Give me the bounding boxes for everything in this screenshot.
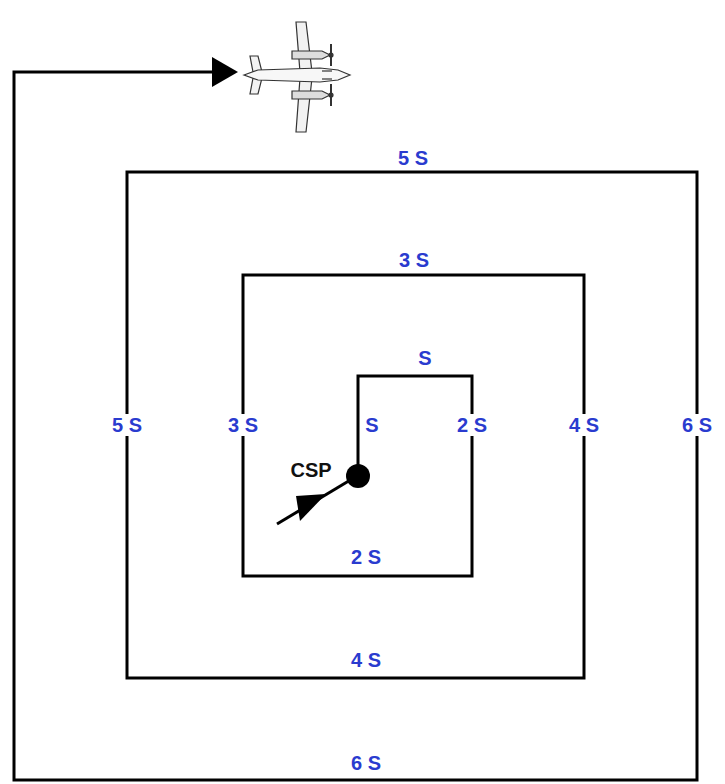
side-leg-length: 5 S bbox=[110, 414, 144, 436]
top-leg-length: 3 S bbox=[397, 249, 431, 271]
csp-dot bbox=[346, 464, 370, 488]
top-leg-length: 5 S bbox=[396, 147, 430, 169]
side-leg-length: 4 S bbox=[567, 414, 601, 436]
bottom-leg-length: 4 S bbox=[349, 649, 383, 671]
top-leg-length: S bbox=[416, 347, 433, 369]
side-leg-length: 6 S bbox=[680, 414, 714, 436]
track-arrowhead bbox=[212, 57, 238, 87]
bottom-leg-length: 6 S bbox=[349, 752, 383, 774]
side-leg-length: S bbox=[363, 414, 380, 436]
entry-arrowhead bbox=[296, 494, 326, 521]
bottom-leg-length: 2 S bbox=[349, 546, 383, 568]
side-leg-length: 3 S bbox=[226, 414, 260, 436]
csp-label: CSP bbox=[288, 459, 333, 481]
side-leg-length: 2 S bbox=[455, 414, 489, 436]
search-track bbox=[14, 72, 697, 780]
aircraft-illustration bbox=[244, 22, 350, 132]
entry-line bbox=[277, 479, 352, 524]
